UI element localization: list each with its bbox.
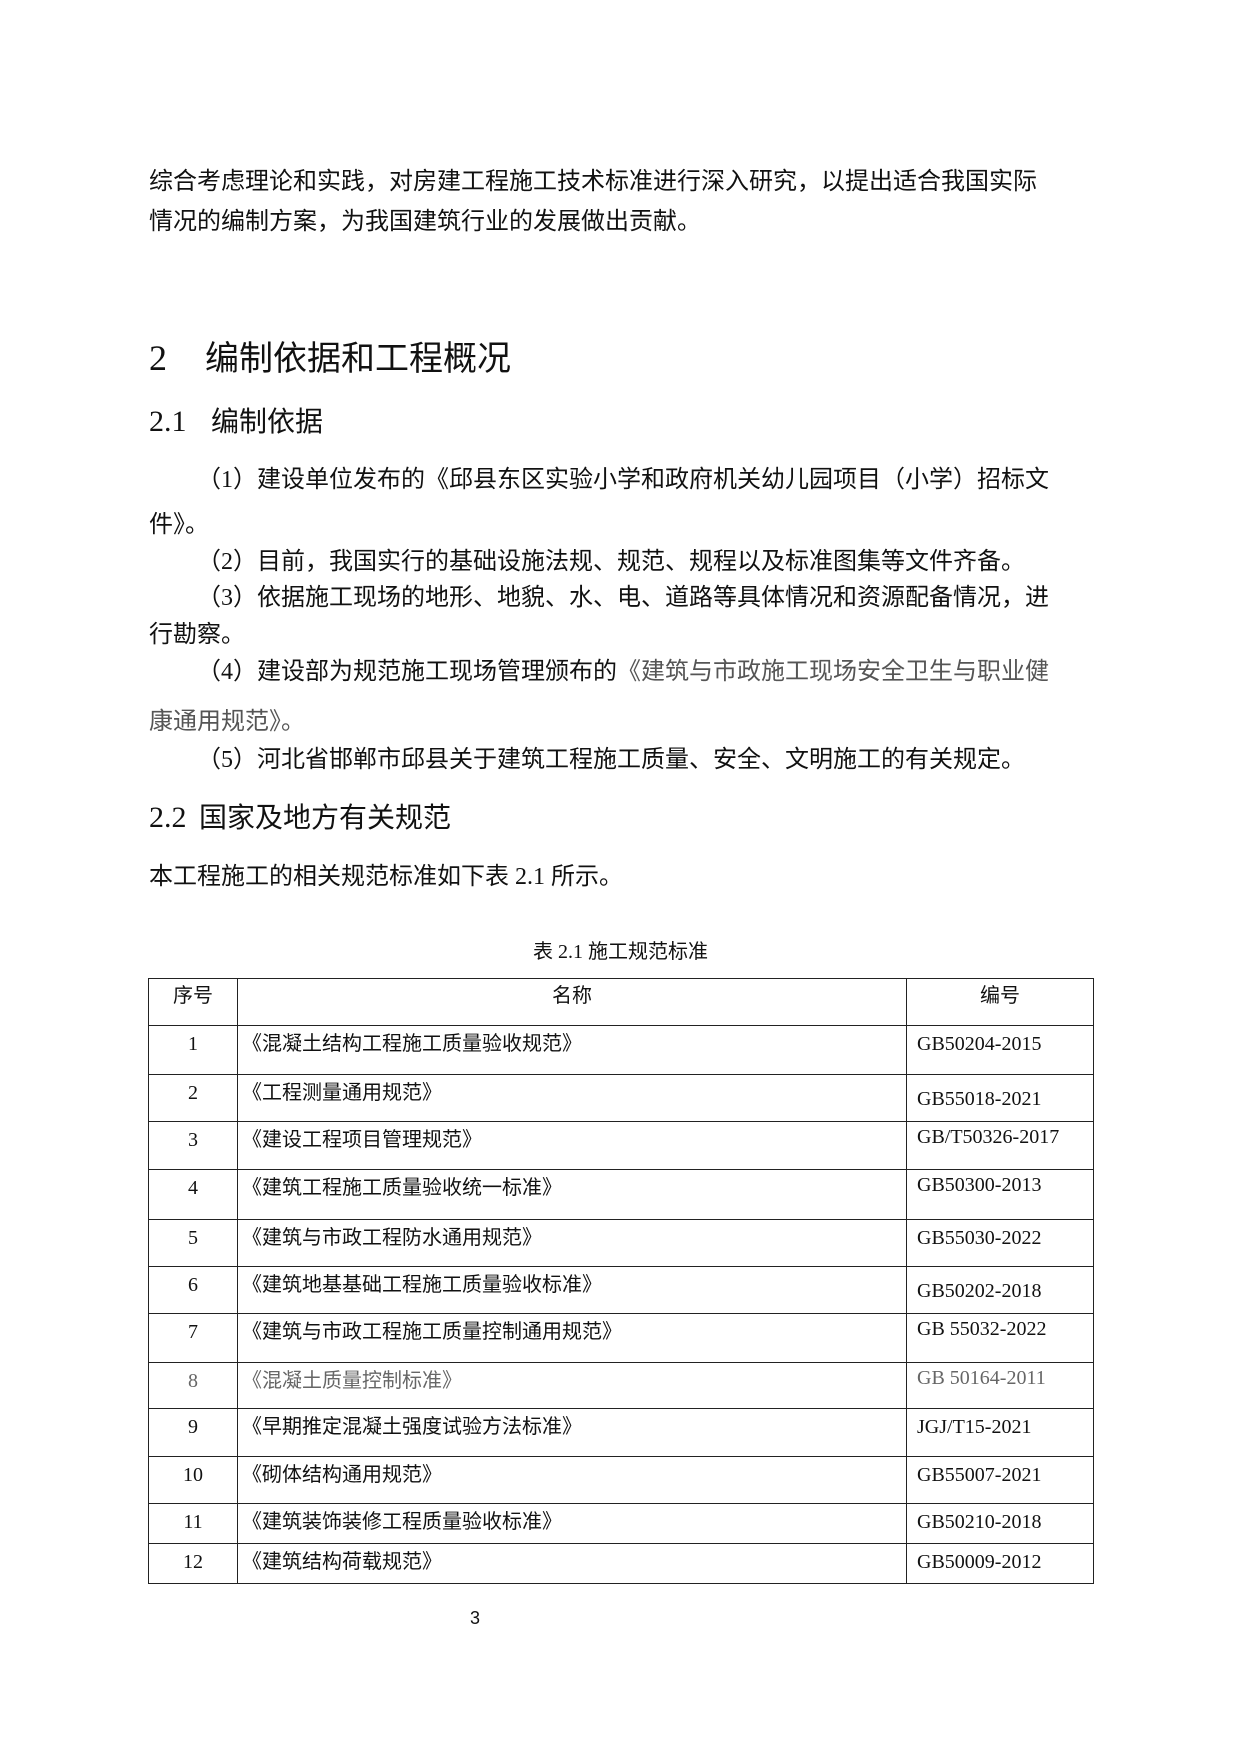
section-2-2-number: 2.2: [149, 801, 187, 834]
table-row: 1 《混凝土结构工程施工质量验收规范》 GB50204-2015: [148, 1025, 1094, 1075]
row-name: 《工程测量通用规范》: [237, 1074, 907, 1122]
standards-table: 序号 名称 编号 1 《混凝土结构工程施工质量验收规范》 GB50204-201…: [148, 978, 1094, 1584]
basis-item-3: （3）依据施工现场的地形、地貌、水、电、道路等具体情况和资源配备情况，进: [197, 585, 1049, 611]
row-index: 8: [148, 1362, 238, 1409]
row-index: 2: [148, 1074, 238, 1122]
row-code: GB55030-2022: [906, 1219, 1094, 1267]
row-index: 4: [148, 1169, 238, 1220]
basis-item-4-text: （4）建设部为规范施工现场管理颁布的: [197, 659, 617, 685]
row-code: GB 55032-2022: [906, 1313, 1094, 1363]
table-header-row: 序号 名称 编号: [148, 978, 1094, 1026]
row-code: GB50300-2013: [906, 1169, 1094, 1220]
row-index: 3: [148, 1121, 238, 1170]
table-row: 11 《建筑装饰装修工程质量验收标准》 GB50210-2018: [148, 1503, 1094, 1544]
intro-line-2: 情况的编制方案，为我国建筑行业的发展做出贡献。: [149, 209, 701, 235]
table-row: 4 《建筑工程施工质量验收统一标准》 GB50300-2013: [148, 1169, 1094, 1220]
page-number: 3: [470, 1608, 481, 1628]
row-name: 《建设工程项目管理规范》: [237, 1121, 907, 1170]
row-code: GB 50164-2011: [906, 1362, 1094, 1409]
row-name: 《建筑与市政工程施工质量控制通用规范》: [237, 1313, 907, 1363]
section-2-1-heading: 2.1 编制依据: [149, 405, 323, 439]
table-row: 10 《砌体结构通用规范》 GB55007-2021: [148, 1456, 1094, 1504]
table-row: 7 《建筑与市政工程施工质量控制通用规范》 GB 55032-2022: [148, 1313, 1094, 1363]
row-name: 《混凝土质量控制标准》: [237, 1362, 907, 1409]
basis-item-4-title: 《建筑与市政施工现场安全卫生与职业健: [617, 659, 1049, 685]
row-index: 11: [148, 1503, 238, 1544]
row-name: 《建筑结构荷载规范》: [237, 1543, 907, 1584]
section-2-1-title: 编制依据: [211, 405, 324, 438]
header-code: 编号: [906, 978, 1094, 1026]
row-code: JGJ/T15-2021: [906, 1408, 1094, 1457]
row-name: 《砌体结构通用规范》: [237, 1456, 907, 1504]
row-code: GB50009-2012: [906, 1543, 1094, 1584]
table-row: 9 《早期推定混凝土强度试验方法标准》 JGJ/T15-2021: [148, 1408, 1094, 1457]
basis-item-5: （5）河北省邯郸市邱县关于建筑工程施工质量、安全、文明施工的有关规定。: [197, 747, 1025, 773]
basis-item-2: （2）目前，我国实行的基础设施法规、规范、规程以及标准图集等文件齐备。: [197, 549, 1025, 575]
basis-item-1: （1）建设单位发布的《邱县东区实验小学和政府机关幼儿园项目（小学）招标文: [197, 467, 1049, 493]
row-name: 《混凝土结构工程施工质量验收规范》: [237, 1025, 907, 1075]
header-index: 序号: [148, 978, 238, 1026]
section-2-heading: 2 编制依据和工程概况: [149, 338, 511, 379]
table-row: 3 《建设工程项目管理规范》 GB/T50326-2017: [148, 1121, 1094, 1170]
table-row: 5 《建筑与市政工程防水通用规范》 GB55030-2022: [148, 1219, 1094, 1267]
basis-item-3-cont: 行勘察。: [149, 622, 245, 648]
row-code: GB55007-2021: [906, 1456, 1094, 1504]
section-2-1-number: 2.1: [149, 405, 187, 438]
row-index: 7: [148, 1313, 238, 1363]
row-index: 5: [148, 1219, 238, 1267]
intro-line-1: 综合考虑理论和实践，对房建工程施工技术标准进行深入研究，以提出适合我国实际: [149, 169, 1037, 195]
row-index: 6: [148, 1266, 238, 1314]
row-index: 10: [148, 1456, 238, 1504]
table-caption: 表 2.1 施工规范标准: [533, 941, 708, 963]
section-2-2-body: 本工程施工的相关规范标准如下表 2.1 所示。: [149, 864, 623, 890]
section-2-title: 编制依据和工程概况: [205, 339, 511, 379]
row-index: 12: [148, 1543, 238, 1584]
row-index: 9: [148, 1408, 238, 1457]
row-name: 《早期推定混凝土强度试验方法标准》: [237, 1408, 907, 1457]
table-row: 2 《工程测量通用规范》 GB55018-2021: [148, 1074, 1094, 1122]
row-code: GB/T50326-2017: [906, 1121, 1094, 1170]
header-name: 名称: [237, 978, 907, 1026]
row-name: 《建筑地基基础工程施工质量验收标准》: [237, 1266, 907, 1314]
row-name: 《建筑工程施工质量验收统一标准》: [237, 1169, 907, 1220]
basis-item-4: （4）建设部为规范施工现场管理颁布的《建筑与市政施工现场安全卫生与职业健: [197, 657, 1049, 687]
row-code: GB50210-2018: [906, 1503, 1094, 1544]
row-index: 1: [148, 1025, 238, 1075]
section-2-2-heading: 2.2 国家及地方有关规范: [149, 801, 451, 835]
basis-item-1-cont: 件》。: [149, 512, 209, 538]
row-code: GB55018-2021: [906, 1074, 1094, 1122]
row-code: GB50204-2015: [906, 1025, 1094, 1075]
row-name: 《建筑装饰装修工程质量验收标准》: [237, 1503, 907, 1544]
row-name: 《建筑与市政工程防水通用规范》: [237, 1219, 907, 1267]
table-row: 12 《建筑结构荷载规范》 GB50009-2012: [148, 1543, 1094, 1584]
basis-item-4-cont: 康通用规范》。: [149, 709, 305, 735]
row-code: GB50202-2018: [906, 1266, 1094, 1314]
table-row: 6 《建筑地基基础工程施工质量验收标准》 GB50202-2018: [148, 1266, 1094, 1314]
section-2-2-title: 国家及地方有关规范: [199, 801, 452, 834]
table-row: 8 《混凝土质量控制标准》 GB 50164-2011: [148, 1362, 1094, 1409]
section-2-number: 2: [149, 338, 167, 378]
